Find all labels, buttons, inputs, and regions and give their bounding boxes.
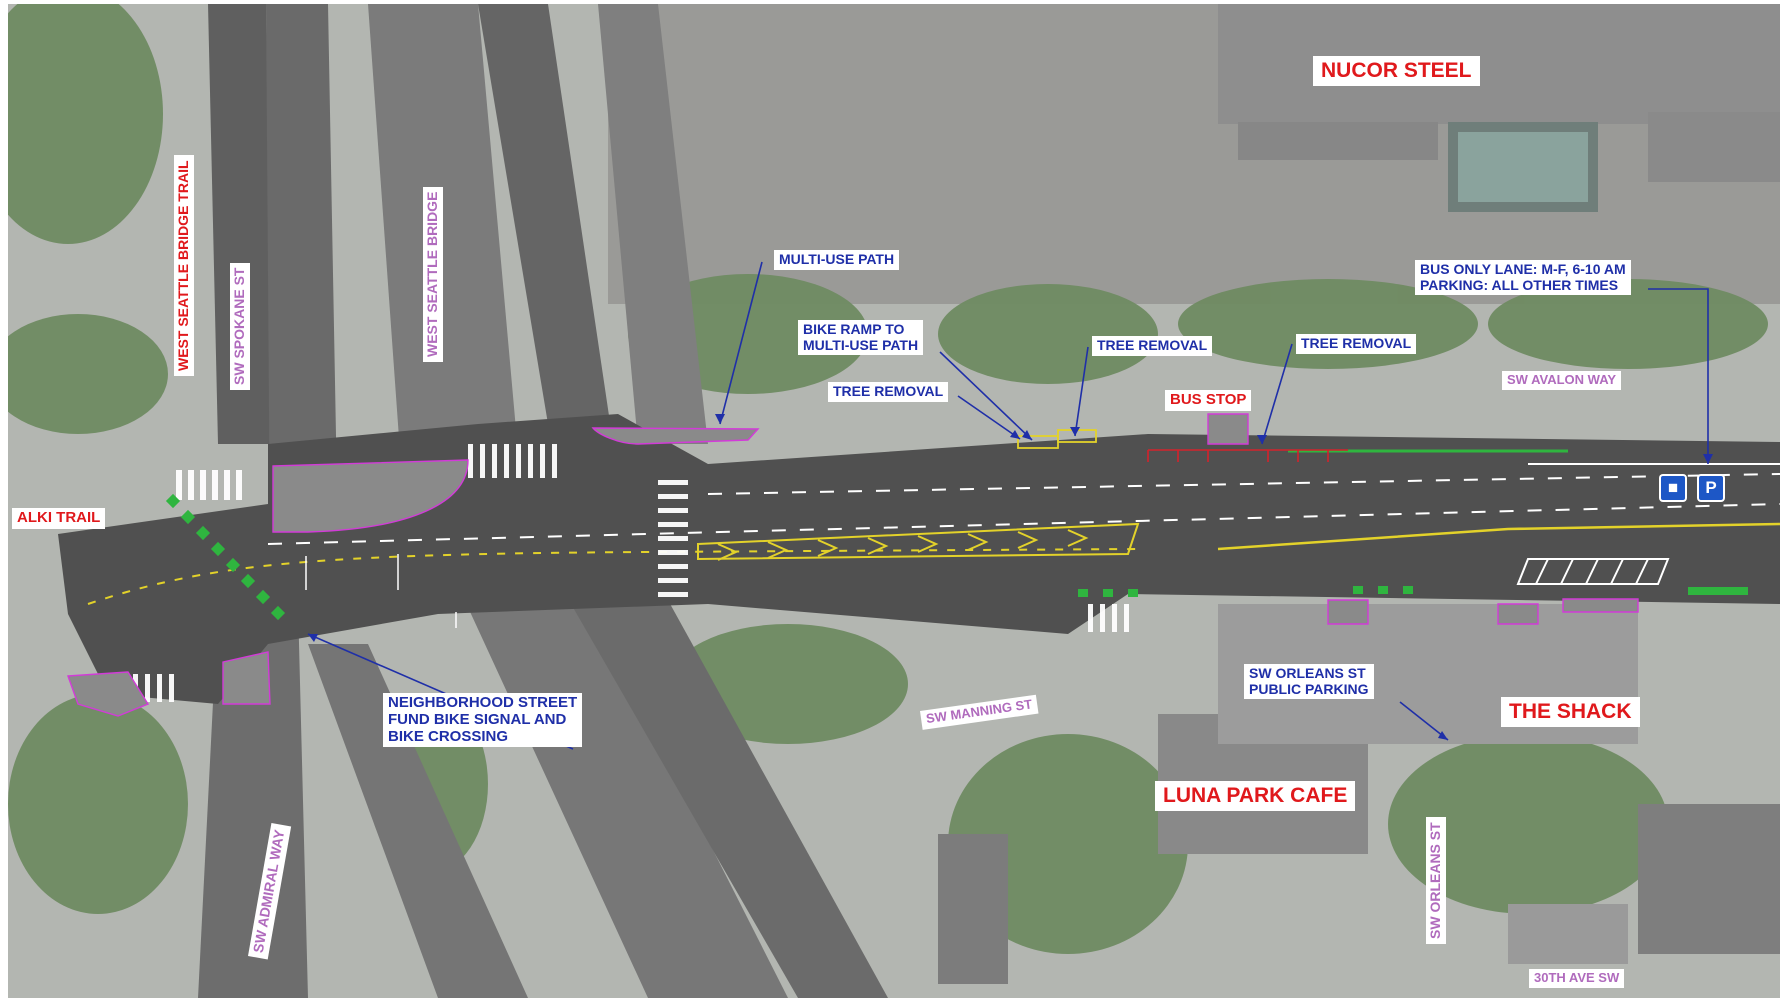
label-bus-stop: BUS STOP — [1165, 390, 1252, 411]
parking-sign-icon: P — [1697, 474, 1725, 502]
label-alki-trail: ALKI TRAIL — [12, 508, 106, 529]
label-nucor-steel: NUCOR STEEL — [1313, 56, 1480, 86]
bus-only-sign-icon: ■ — [1659, 474, 1687, 502]
label-tree-removal-1: TREE REMOVAL — [1092, 336, 1213, 356]
label-neighborhood-street-fund: NEIGHBORHOOD STREET FUND BIKE SIGNAL AND… — [383, 693, 583, 748]
label-luna-park-cafe: LUNA PARK CAFE — [1155, 781, 1356, 811]
label-multi-use-path: MULTI-USE PATH — [774, 250, 900, 270]
label-sw-orleans-st: SW ORLEANS ST — [1426, 817, 1446, 944]
label-bus-only-lane: BUS ONLY LANE: M-F, 6-10 AM PARKING: ALL… — [1415, 260, 1631, 296]
label-sw-spokane-st: SW SPOKANE ST — [230, 262, 250, 390]
label-the-shack: THE SHACK — [1501, 697, 1640, 727]
aerial-base — [8, 4, 1780, 998]
roadway — [58, 414, 1780, 704]
label-bike-ramp: BIKE RAMP TO MULTI-USE PATH — [798, 320, 924, 356]
label-west-seattle-bridge-trail: WEST SEATTLE BRIDGE TRAIL — [174, 155, 194, 376]
label-sw-orleans-parking: SW ORLEANS ST PUBLIC PARKING — [1244, 664, 1374, 700]
label-tree-removal-2: TREE REMOVAL — [1296, 334, 1417, 354]
map-view[interactable]: ■ P NUCOR STEEL MULTI-USE PATH BUS ONLY … — [8, 4, 1780, 998]
label-tree-removal-3: TREE REMOVAL — [828, 382, 949, 402]
leader-lines — [307, 261, 1709, 750]
label-sw-avalon-way: SW AVALON WAY — [1502, 371, 1622, 390]
label-west-seattle-bridge: WEST SEATTLE BRIDGE — [423, 186, 443, 362]
label-30th-ave-sw: 30TH AVE SW — [1529, 969, 1625, 988]
